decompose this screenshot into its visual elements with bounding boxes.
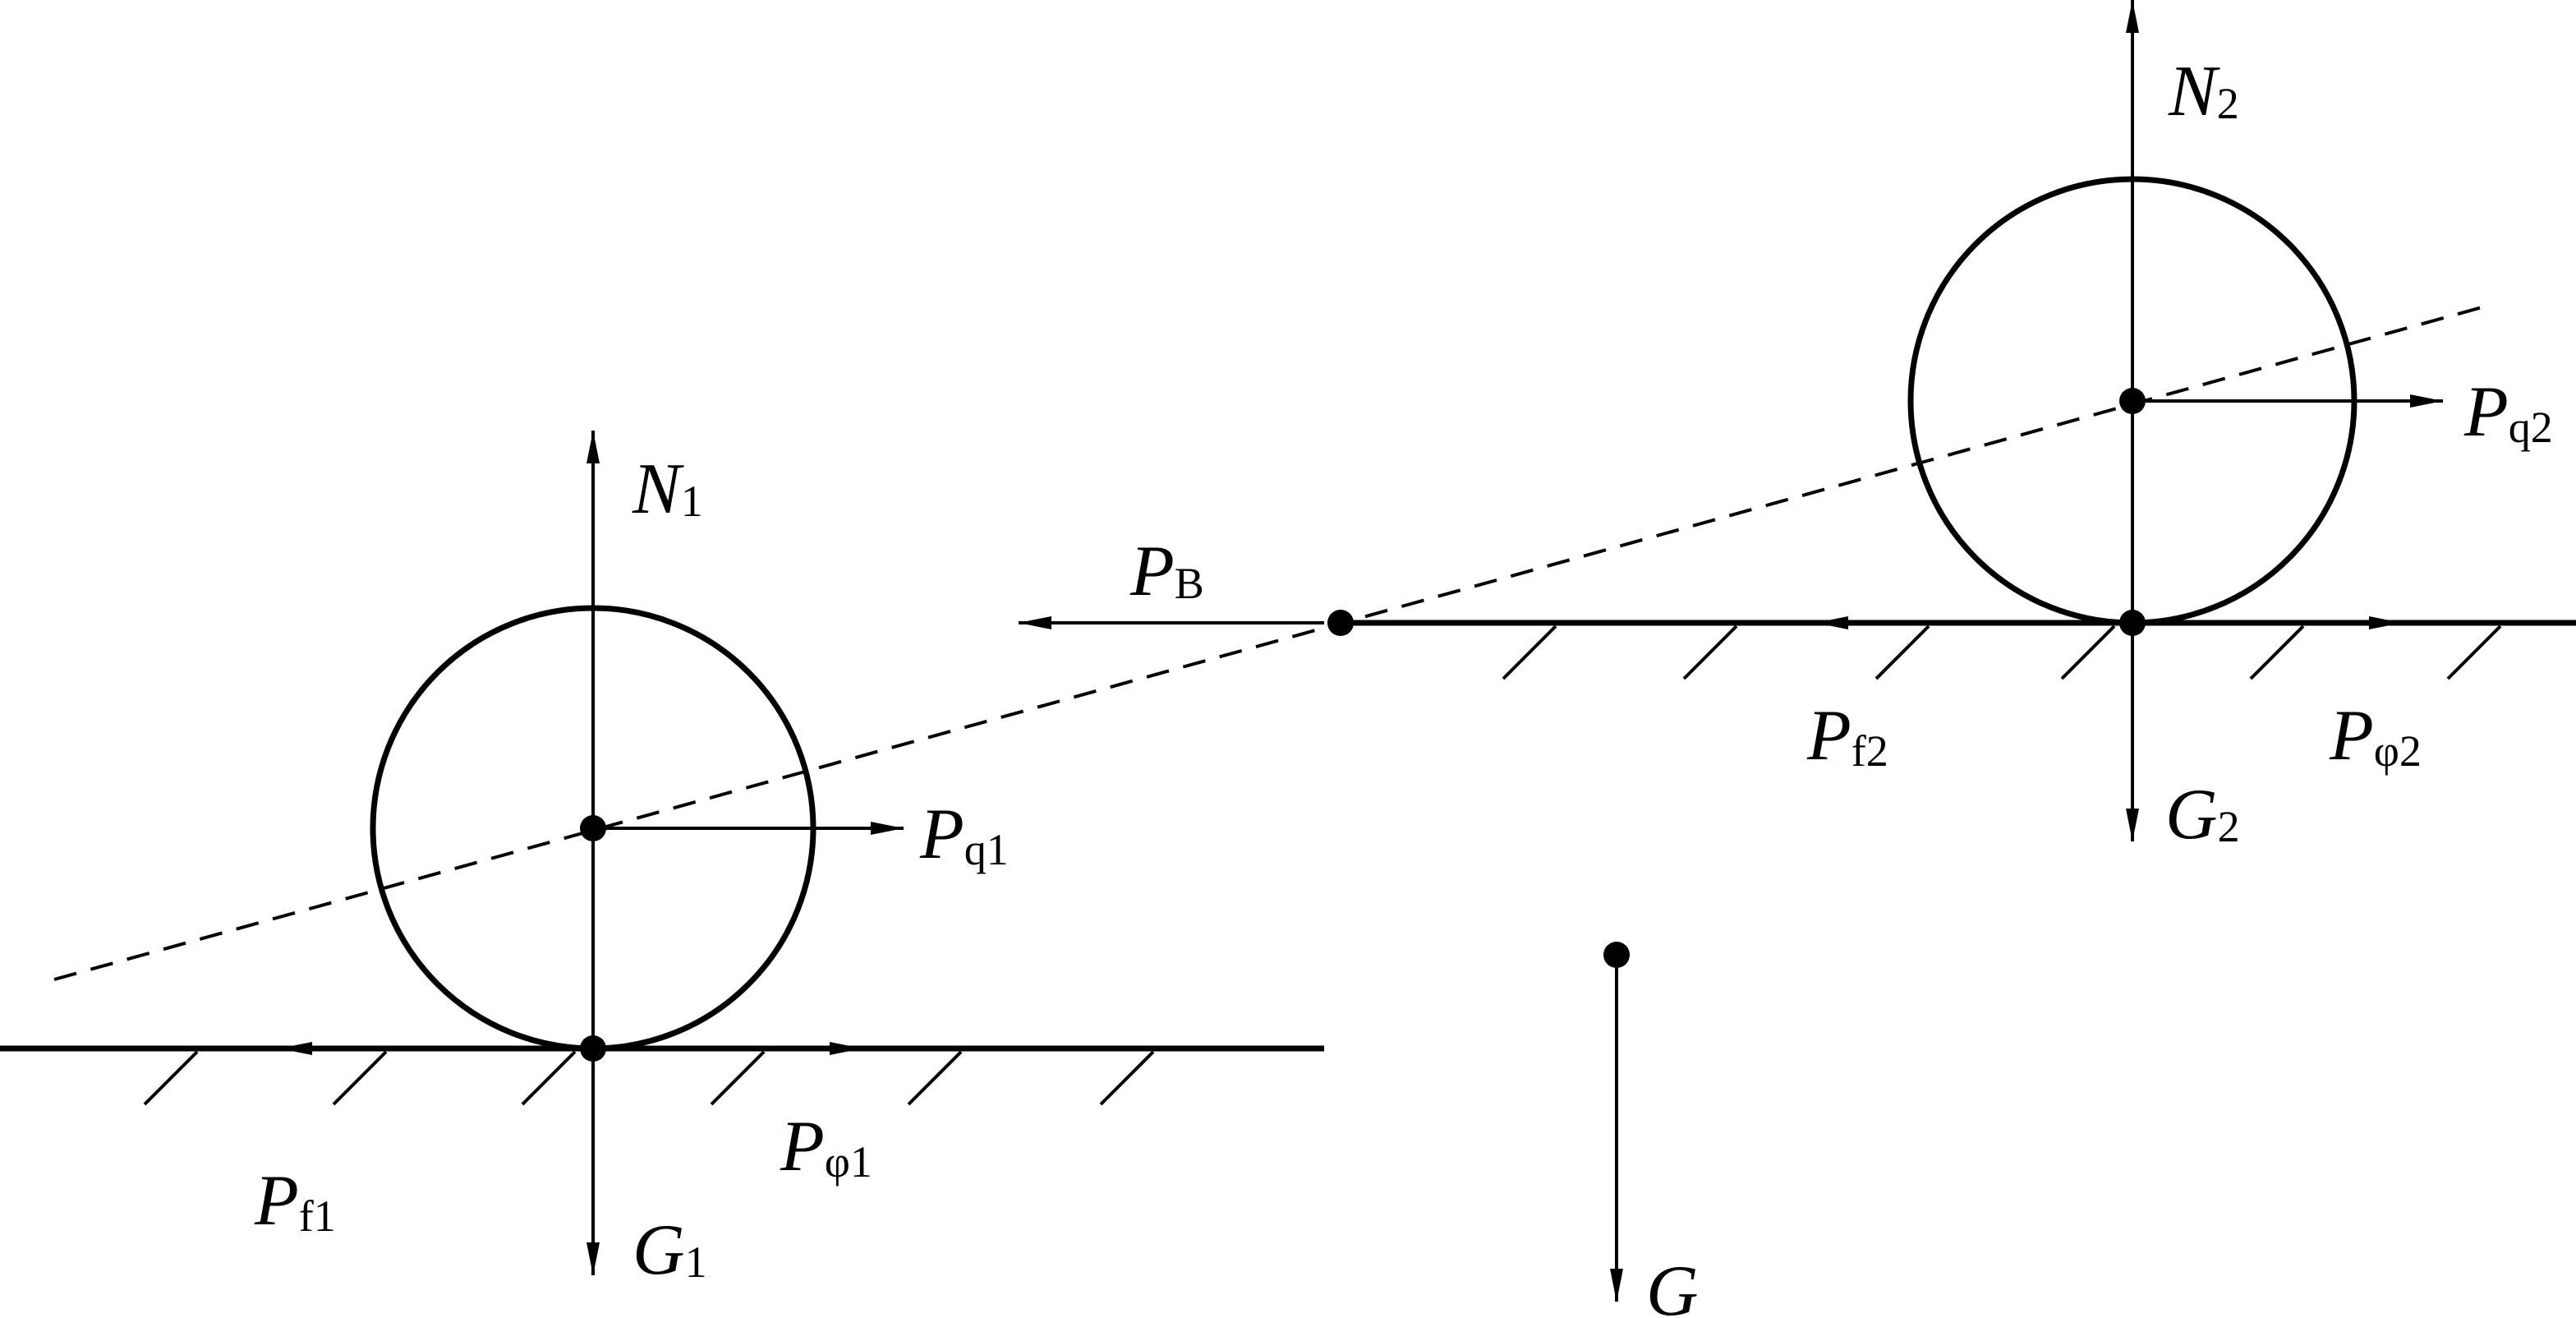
label-Pf2: Pf2 (1806, 696, 1888, 776)
label-Pf1: Pf1 (254, 1161, 336, 1241)
label-G: G (1646, 1251, 1699, 1318)
point-hitch (1327, 610, 1354, 636)
point-contact-rear (2119, 610, 2146, 636)
label-Pq1: Pq1 (919, 795, 1009, 874)
ground-right-hatch (1502, 624, 2502, 680)
ground-left-hatch (143, 1050, 1155, 1106)
label-Pphi1: Pφ1 (780, 1107, 872, 1187)
dashed-line (53, 302, 2495, 981)
label-N1: N1 (632, 449, 703, 529)
point-gravity (1603, 942, 1630, 968)
label-Pq2: Pq2 (2463, 372, 2553, 452)
label-PB: PB (1129, 532, 1204, 611)
label-Pphi2: Pφ2 (2329, 696, 2422, 776)
label-N2: N2 (2168, 52, 2239, 131)
point-center-rear (2119, 388, 2146, 414)
point-center-front (580, 815, 606, 841)
label-G1: G1 (632, 1210, 707, 1290)
point-contact-front (580, 1035, 606, 1062)
label-G2: G2 (2165, 775, 2240, 855)
